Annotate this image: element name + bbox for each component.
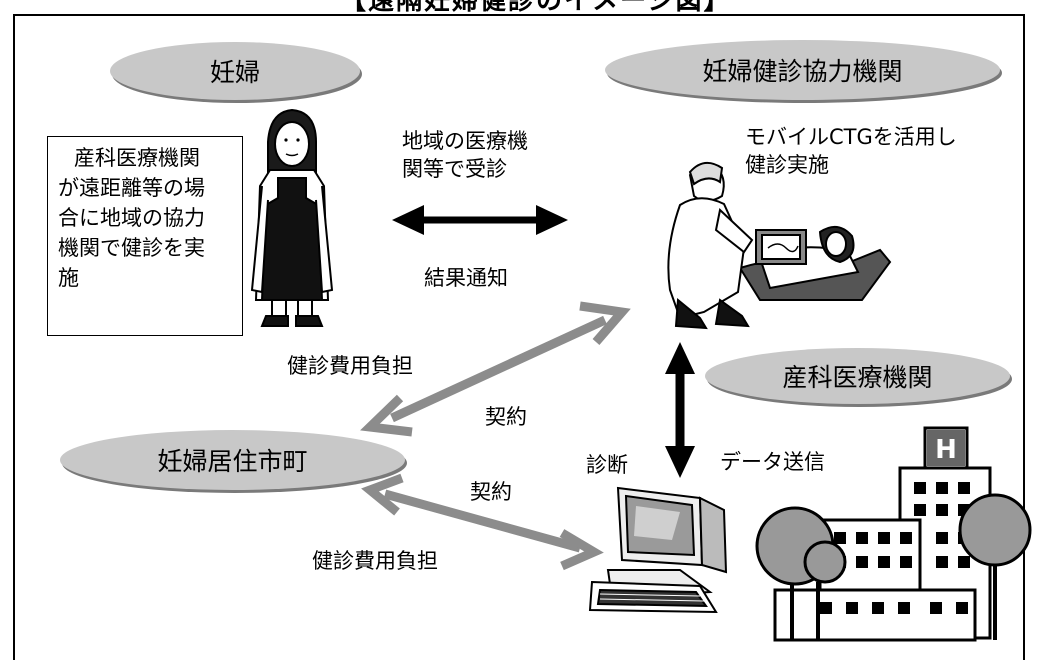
node-partner-facility: 妊婦健診協力機関 [605, 40, 1000, 100]
note-line: 産科医療機関 [74, 146, 200, 170]
label-line: 関等で受診 [402, 157, 507, 181]
node-obstetric-facility-label: 産科医療機関 [782, 363, 933, 392]
label-data-send: データ送信 [720, 450, 825, 474]
arrow-contract-upper [360, 301, 631, 437]
label-contract-lower: 契約 [470, 480, 512, 504]
arrow-visit-result [392, 205, 568, 235]
node-partner-facility-label: 妊婦健診協力機関 [702, 57, 903, 86]
node-municipality-label: 妊婦居住市町 [157, 447, 308, 476]
note-line: 施 [58, 266, 79, 290]
node-municipality: 妊婦居住市町 [60, 430, 405, 490]
label-cost-upper: 健診費用負担 [287, 354, 413, 378]
label-line: 地域の医療機 [402, 129, 528, 153]
label-cost-lower: 健診費用負担 [312, 549, 438, 573]
arrow-data-send [665, 342, 695, 478]
label-checkup-local: 地域の医療機 関等で受診 [402, 127, 528, 183]
node-pregnant: 妊婦 [110, 42, 360, 100]
diagram-title: 【遠隔妊婦健診のイメージ図】 [340, 0, 732, 16]
note-line: 機関で健診を実 [58, 236, 205, 260]
svg-text:H: H [935, 435, 957, 465]
label-diagnosis: 診断 [586, 453, 628, 477]
label-line: 健診実施 [745, 153, 829, 177]
diagram-frame [13, 14, 1025, 660]
note-line: 合に地域の協力 [58, 206, 205, 230]
node-obstetric-facility: 産科医療機関 [705, 348, 1010, 404]
label-contract-upper: 契約 [485, 405, 527, 429]
label-mobile-ctg: モバイルCTGを活用し 健診実施 [745, 123, 957, 179]
arrow-contract-lower [361, 473, 604, 571]
doctor-patient-icon [667, 161, 892, 330]
node-pregnant-label: 妊婦 [209, 58, 260, 87]
label-result-notice: 結果通知 [424, 266, 508, 290]
hospital-building-icon: H [755, 426, 1032, 642]
computer-icon [588, 486, 728, 614]
note-box: 産科医療機関 が遠距離等の場 合に地域の協力 機関で健診を実 施 [47, 136, 243, 336]
woman-figure-icon [250, 108, 334, 327]
label-line: モバイルCTGを活用し [745, 125, 957, 149]
note-line: が遠距離等の場 [58, 176, 205, 200]
